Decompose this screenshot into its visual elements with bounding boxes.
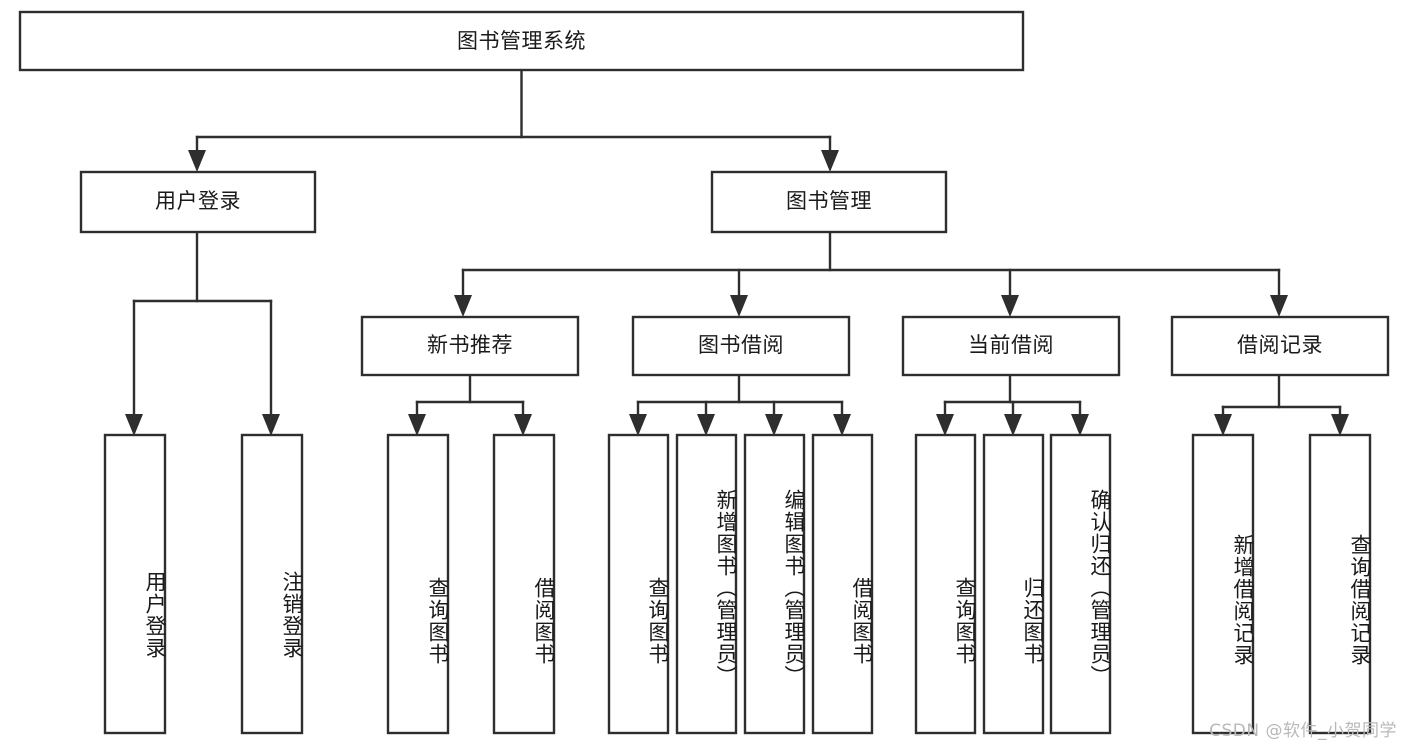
arrowhead-to-leaf-add-record bbox=[1214, 414, 1232, 436]
node-leaf-edit-book[interactable] bbox=[743, 433, 806, 735]
arrowhead-to-book-manage bbox=[821, 150, 839, 172]
arrowhead-to-leaf-borrow-book-2 bbox=[833, 414, 851, 436]
csdn-watermark: CSDN @软件_小贺同学 bbox=[1209, 721, 1397, 741]
node-leaf-query-book-3[interactable] bbox=[914, 433, 977, 735]
node-leaf-add-record[interactable] bbox=[1191, 433, 1255, 735]
node-user-login[interactable] bbox=[79, 170, 317, 234]
arrowhead-to-book-borrow bbox=[730, 295, 748, 317]
connector-layer bbox=[132, 69, 1342, 418]
arrowhead-to-leaf-borrow-book-1 bbox=[514, 414, 532, 436]
node-user-login-label: 用户登录 bbox=[155, 189, 241, 213]
node-leaf-query-record[interactable] bbox=[1308, 433, 1372, 735]
node-book-borrow[interactable] bbox=[631, 315, 851, 377]
node-new-book-rec[interactable] bbox=[360, 315, 580, 377]
node-borrow-record[interactable] bbox=[1170, 315, 1390, 377]
arrowhead-to-new-book-rec bbox=[454, 295, 472, 317]
node-layer: 图书管理系统 用户登录 图书管理 新书推荐 图书借阅 当前借阅 借阅记录 bbox=[18, 10, 1390, 735]
arrowhead-to-leaf-add-book bbox=[697, 414, 715, 436]
arrowhead-to-leaf-edit-book bbox=[765, 414, 783, 436]
arrowhead-to-leaf-logout-login bbox=[262, 414, 280, 436]
node-current-borrow-label: 当前借阅 bbox=[968, 333, 1054, 357]
node-new-book-rec-label: 新书推荐 bbox=[427, 333, 513, 357]
node-root[interactable] bbox=[18, 10, 1025, 72]
arrowhead-to-leaf-query-book-1 bbox=[408, 414, 426, 436]
node-leaf-borrow-book-1[interactable] bbox=[492, 433, 556, 735]
arrowhead-to-leaf-user-login bbox=[125, 414, 143, 436]
node-leaf-query-book-1[interactable] bbox=[386, 433, 450, 735]
node-borrow-record-label: 借阅记录 bbox=[1237, 333, 1323, 357]
arrowhead-to-borrow-record bbox=[1270, 295, 1288, 317]
node-book-manage-label: 图书管理 bbox=[786, 189, 872, 213]
node-leaf-query-book-2[interactable] bbox=[607, 433, 670, 735]
arrowhead-to-leaf-confirm-return bbox=[1071, 414, 1089, 436]
arrowhead-to-leaf-return-book bbox=[1004, 414, 1022, 436]
arrowhead-to-user-login bbox=[188, 150, 206, 172]
arrowhead-to-leaf-query-book-3 bbox=[936, 414, 954, 436]
node-root-label: 图书管理系统 bbox=[457, 29, 586, 53]
arrowhead-to-leaf-query-record bbox=[1331, 414, 1349, 436]
node-leaf-user-login[interactable] bbox=[103, 433, 167, 735]
node-leaf-return-book[interactable] bbox=[982, 433, 1045, 735]
node-book-manage[interactable] bbox=[710, 170, 948, 234]
arrowhead-layer bbox=[125, 150, 1349, 436]
node-current-borrow[interactable] bbox=[901, 315, 1121, 377]
node-book-borrow-label: 图书借阅 bbox=[698, 333, 784, 357]
node-leaf-add-book[interactable] bbox=[675, 433, 738, 735]
node-leaf-confirm-return[interactable] bbox=[1049, 433, 1112, 735]
arrowhead-to-current-borrow bbox=[1001, 295, 1019, 317]
node-leaf-borrow-book-2[interactable] bbox=[811, 433, 874, 735]
arrowhead-to-leaf-query-book-2 bbox=[629, 414, 647, 436]
node-leaf-logout-login[interactable] bbox=[240, 433, 304, 735]
